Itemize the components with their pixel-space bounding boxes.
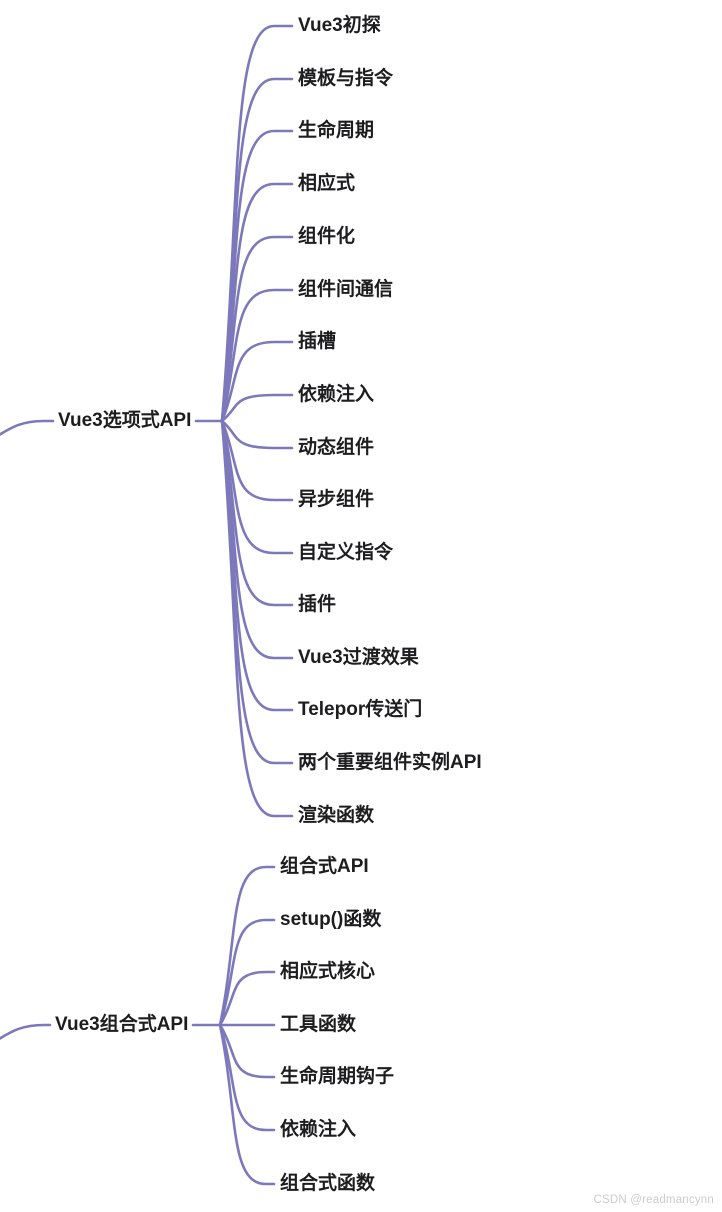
mindmap-child-node[interactable]: 异步组件 xyxy=(298,489,375,510)
mindmap-child-node[interactable]: 组件化 xyxy=(298,226,356,247)
mindmap-child-node[interactable]: 组件间通信 xyxy=(298,279,394,300)
mindmap-child-node[interactable]: 组合式API xyxy=(280,856,369,877)
mindmap-child-node[interactable]: 两个重要组件实例API xyxy=(298,752,482,773)
mindmap-child-node[interactable]: 模板与指令 xyxy=(298,68,394,89)
mindmap-child-node[interactable]: Vue3初探 xyxy=(298,15,381,36)
mindmap-child-node[interactable]: 工具函数 xyxy=(280,1014,357,1035)
mindmap-child-node[interactable]: 生命周期钩子 xyxy=(280,1066,395,1087)
mindmap-child-node[interactable]: 依赖注入 xyxy=(280,1119,357,1140)
mindmap-child-node[interactable]: setup()函数 xyxy=(280,909,382,930)
mindmap-child-node[interactable]: 组合式函数 xyxy=(280,1173,376,1194)
node-vue3-options-api[interactable]: Vue3选项式API xyxy=(58,410,192,431)
mindmap-child-node[interactable]: 插槽 xyxy=(298,331,337,352)
mindmap-child-node[interactable]: 渲染函数 xyxy=(298,805,375,826)
mindmap-child-node[interactable]: 依赖注入 xyxy=(298,384,375,405)
csdn-watermark: CSDN @readmancynn xyxy=(593,1194,714,1206)
mindmap-child-node[interactable]: 相应式核心 xyxy=(280,961,376,982)
mindmap-child-node[interactable]: Vue3过渡效果 xyxy=(298,647,419,668)
mindmap-child-node[interactable]: 插件 xyxy=(298,594,337,615)
mindmap-child-node[interactable]: 相应式 xyxy=(298,173,356,194)
mindmap-child-node[interactable]: Telepor传送门 xyxy=(298,699,423,720)
mindmap-child-node[interactable]: 生命周期 xyxy=(298,120,375,141)
mindmap-child-node[interactable]: 动态组件 xyxy=(298,437,375,458)
mindmap-child-node[interactable]: 自定义指令 xyxy=(298,542,394,563)
node-vue3-composition-api[interactable]: Vue3组合式API xyxy=(55,1014,189,1035)
